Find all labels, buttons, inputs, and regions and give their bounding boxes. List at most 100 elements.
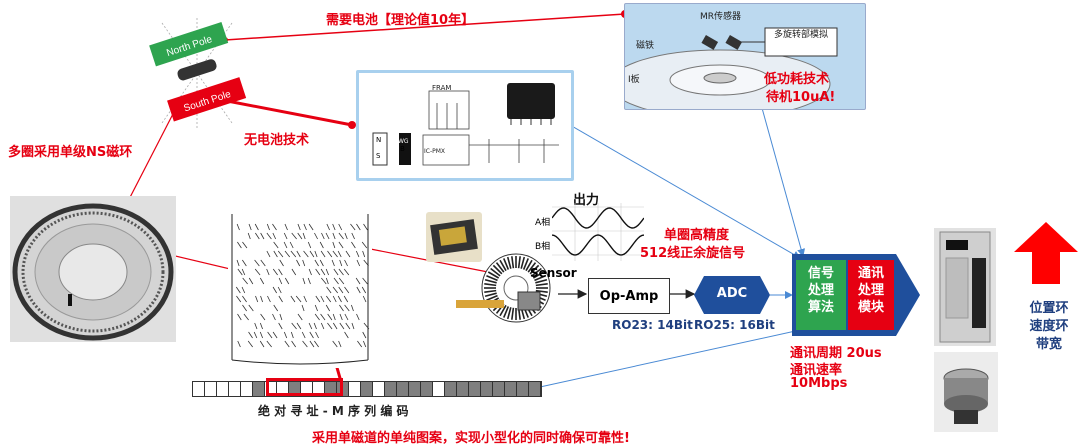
code-cell [409, 382, 421, 396]
sensor-chip-image [426, 212, 482, 262]
mr-sensor-panel [609, 3, 866, 119]
line-mr-to-proc [761, 107, 805, 257]
line-strip-to-proc [539, 327, 801, 388]
phase-b-label: B相 [535, 242, 551, 252]
wheel-tick [503, 258, 510, 270]
wheel-tick [484, 283, 497, 287]
magnet-bar [177, 59, 217, 81]
comm-line-1: 通讯 [857, 266, 884, 281]
signal-line-2: 处理 [807, 283, 834, 298]
sine-signal-text: 512线正余旋信号 [640, 246, 746, 261]
plate-label: I板 [628, 75, 640, 85]
code-cell [217, 382, 229, 396]
wg-label: WG [398, 138, 409, 145]
code-cell [457, 382, 469, 396]
phase-a-label: A相 [535, 218, 551, 228]
bandwidth-text: 位置环 速度环 带宽 [1020, 300, 1078, 354]
wheel-tick [532, 271, 545, 279]
wheel-tick [490, 267, 501, 277]
wheel-tick [535, 278, 548, 284]
code-cell [301, 382, 313, 396]
wheel-tick [511, 256, 515, 269]
comm-rate-value-text: 10Mbps [790, 376, 848, 391]
wheel-tick [484, 289, 497, 293]
code-cell [361, 382, 373, 396]
wheel-tick [499, 304, 507, 317]
north-pole-block [149, 21, 229, 67]
footer-text: 采用单磁道的单纯图案，实现小型化的同时确保可靠性! [312, 431, 630, 446]
s-label: S [376, 152, 381, 160]
wheel-tick [517, 256, 521, 269]
adc-block [694, 276, 770, 314]
code-cell [397, 382, 409, 396]
code-cell [493, 382, 505, 396]
code-cell [205, 382, 217, 396]
signal-line-3: 算法 [807, 300, 834, 315]
op-amp-block: Op-Amp [588, 278, 670, 314]
code-cell [241, 382, 253, 396]
comm-line-2: 处理 [857, 283, 884, 298]
comm-processing-block: 通讯 处理 模块 [848, 265, 894, 316]
low-power-tech-text: 低功耗技术 [764, 72, 830, 87]
ro25-bits-text: RO25: 16Bit [694, 318, 775, 332]
code-cell [313, 382, 325, 396]
code-cell [277, 382, 289, 396]
adc-label: ADC [716, 286, 748, 301]
single-turn-precision-text: 单圈高精度 [664, 228, 730, 243]
wheel-tick [484, 278, 497, 284]
wheel-tick [506, 307, 512, 320]
code-strip-highlight [266, 378, 343, 396]
code-cell [469, 382, 481, 396]
wheel-tick [529, 264, 540, 275]
code-cell [193, 382, 205, 396]
battery-needed-text: 需要电池【理论值10年】 [326, 13, 475, 28]
wheel-tick [486, 275, 498, 282]
code-cell [481, 382, 493, 396]
fram-label: FRAM [432, 84, 452, 92]
ns-magnet-graphic: North Pole South Pole [142, 18, 252, 128]
wheel-tick [486, 294, 498, 301]
comm-rate-text: 通讯速率 [790, 363, 843, 378]
code-cell [325, 382, 337, 396]
code-cell [445, 382, 457, 396]
code-cell [289, 382, 301, 396]
wheel-tick [535, 283, 548, 287]
ic-pmx-label: IC-PMX [424, 148, 446, 155]
code-cell [433, 382, 445, 396]
standby-current-text: 待机10uA! [766, 90, 836, 105]
code-cell [505, 382, 517, 396]
mr-sensor-label: MR传感器 [700, 12, 742, 22]
code-wheel-graphic [456, 253, 551, 323]
bandwidth-line-1: 位置环 [1029, 301, 1069, 316]
no-battery-tech-text: 无电池技术 [244, 133, 310, 148]
wheel-tick [525, 259, 533, 272]
multi-turn-ns-ring-text: 多圈采用单级NS磁环 [8, 145, 133, 160]
code-cell [373, 382, 385, 396]
wheel-tick [499, 259, 507, 272]
magnet-label: 磁铁 [636, 41, 655, 51]
wheel-tick [527, 262, 537, 273]
processor-block [792, 254, 920, 336]
wheel-tick [522, 258, 529, 270]
code-strip-label: 绝 对 寻 址 - M 序 列 编 码 [258, 404, 409, 418]
m-sequence-code-strip [192, 381, 542, 397]
code-cell [529, 382, 541, 396]
multi-turn-module-label: 多旋转部模拟 [773, 30, 828, 40]
wheel-tick [531, 267, 542, 277]
wheel-tick [503, 306, 510, 318]
bandwidth-line-2: 速度环 [1029, 319, 1069, 334]
code-cell [421, 382, 433, 396]
wheel-tick [492, 264, 503, 275]
wheel-tick [520, 256, 526, 269]
wheel-tick [511, 307, 515, 320]
b-label: B [400, 145, 405, 153]
code-cell [253, 382, 265, 396]
wheel-tick [534, 275, 546, 282]
wheel-tick [535, 289, 548, 293]
comm-line-3: 模块 [857, 300, 884, 315]
n-label: N [376, 136, 382, 144]
bandwidth-line-3: 带宽 [1035, 337, 1062, 352]
wheel-tick [495, 262, 505, 273]
servo-motor-image [934, 352, 998, 432]
sensor-label: Sensor [530, 266, 577, 280]
